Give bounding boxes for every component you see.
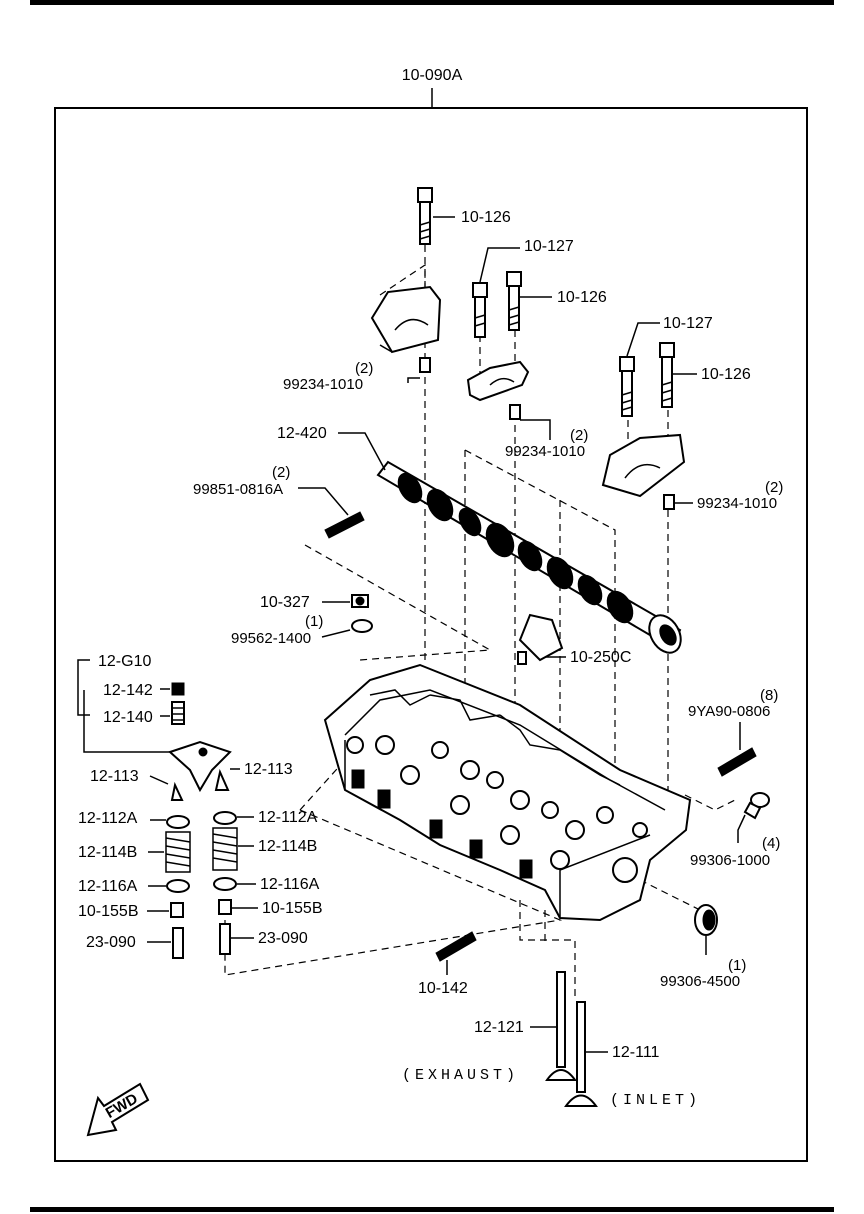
top-border-rule [30,0,834,5]
keeper-12-113-right [214,768,230,791]
label-9ya90: 9YA90-0806 [688,703,770,720]
seat-12-116a-right [213,877,237,891]
spring-12-114b-right [212,827,238,871]
label-12-114b-left: 12-114B [78,844,137,861]
seat-12-116a-left [166,879,190,893]
guide-23-090-left [172,927,184,959]
label-10-126-a: 10-126 [461,209,511,226]
label-12-116a-left: 12-116A [78,878,138,895]
label-12-112a-right: 12-112A [258,809,318,826]
label-23-090-left: 23-090 [86,934,136,951]
label-10-155b-right: 10-155B [262,900,323,917]
label-99234-b-qty: (2) [570,427,588,444]
assembly-label: 10-090A [402,67,463,84]
label-10-126-b: 10-126 [557,289,607,306]
label-99234-a-qty: (2) [355,360,373,377]
label-12-140: 12-140 [103,709,153,726]
label-10-250c: 10-250C [570,649,631,666]
label-99306-4500: 99306-4500 [660,973,740,990]
label-99234-c-qty: (2) [765,479,783,496]
plug-10-327 [351,594,369,608]
cam-cap-right [601,433,686,498]
label-9ya90-qty: (8) [760,687,778,704]
label-12-111: 12-111 [612,1044,660,1061]
fwd-arrow-icon: FWD [86,1082,150,1137]
bolt-10-126-c [659,342,675,408]
cam-cap-center [466,360,530,402]
label-99234-a: 99234-1010 [283,376,363,393]
stud-99851 [324,511,365,539]
label-99851-qty: (2) [272,464,290,481]
retainer-12-112a-left [166,815,190,829]
label-12-121: 12-121 [474,1019,524,1036]
bolt-10-126-a [417,187,433,245]
label-99306-4500-qty: (1) [728,957,746,974]
lash-adjuster-12-142 [171,682,185,696]
cylinder-head [323,663,692,922]
washer-99562 [351,619,373,633]
seal-10-155b-left [170,902,184,918]
label-99562-qty: (1) [305,613,323,630]
bolt-10-127-b [619,356,635,417]
label-12-113-right: 12-113 [244,761,293,778]
dowel-pin-c [663,494,675,510]
valve-inlet [564,1001,598,1107]
label-10-327: 10-327 [260,594,310,611]
label-99562: 99562-1400 [231,630,311,647]
hla-12-140 [171,701,185,725]
label-12-113-left: 12-113 [90,768,139,785]
plug-99306-1000 [743,792,770,820]
label-12-112a-left: 12-112A [78,810,138,827]
retainer-12-112a-right [213,811,237,825]
camshaft [376,460,682,654]
bracket-10-250c [517,613,564,665]
assembly-frame [54,107,808,1162]
bolt-10-127-a [472,282,488,338]
dowel-pin-b [509,404,521,420]
seal-10-155b-right [218,899,232,915]
guide-23-090-right [219,923,231,955]
label-12-420: 12-420 [277,425,327,442]
keeper-12-113-left [170,781,184,801]
label-12-116a-right: 12-116A [260,876,320,893]
stud-9ya90 [717,747,757,777]
bottom-border-rule [30,1207,834,1212]
label-inlet: (INLET) [610,1092,701,1109]
label-10-127-b: 10-127 [663,315,713,332]
label-23-090-right: 23-090 [258,930,308,947]
label-99234-b: 99234-1010 [505,443,585,460]
stud-10-142 [435,931,477,962]
rocker-arm-12-g10 [168,740,232,793]
dowel-pin-a [419,357,431,373]
valve-exhaust [545,971,577,1081]
bolt-10-126-b [506,271,522,331]
label-99234-c: 99234-1010 [697,495,777,512]
label-99306-1000-qty: (4) [762,835,780,852]
label-10-142: 10-142 [418,980,468,997]
spring-12-114b-left [165,831,191,873]
cam-cap-left [370,285,442,354]
plug-99306-4500 [694,904,718,936]
label-12-142: 12-142 [103,682,153,699]
label-12-114b-right: 12-114B [258,838,317,855]
label-exhaust: (EXHAUST) [402,1067,519,1084]
label-99851: 99851-0816A [193,481,283,498]
label-99306-1000: 99306-1000 [690,852,770,869]
label-10-126-c: 10-126 [701,366,751,383]
label-12-g10: 12-G10 [98,653,151,670]
label-10-155b-left: 10-155B [78,903,139,920]
label-10-127-a: 10-127 [524,238,574,255]
